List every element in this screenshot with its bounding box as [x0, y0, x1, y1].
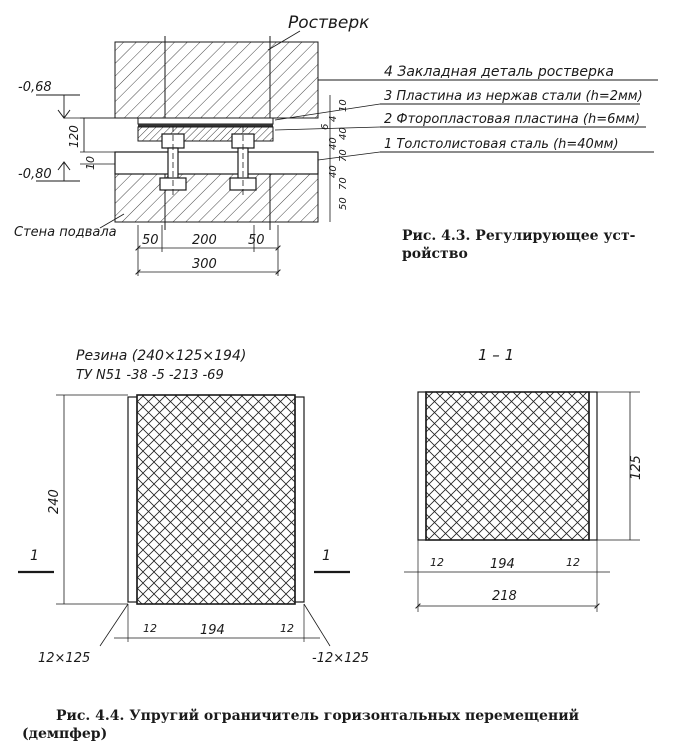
dim-194: 194 [200, 623, 225, 638]
wall-label: Стена подвала [14, 225, 117, 240]
callout-2: 2 Фторопластовая пластина (h=6мм) [384, 112, 640, 127]
bolt-left [159, 126, 187, 196]
cut-mark-left: 1 [30, 548, 39, 564]
dim-r-4: 4 [328, 116, 339, 122]
dim-r-40a: 40 [338, 127, 349, 140]
bolt-right [229, 126, 257, 196]
dim-r-50: 50 [338, 197, 349, 210]
rostverk-block [114, 41, 319, 119]
plates-right-label: -12×125 [312, 651, 369, 666]
sec-dim-194: 194 [490, 557, 515, 572]
cut-mark-right: 1 [322, 548, 331, 564]
rubber-label: Резина (240×125×194) [76, 348, 246, 364]
dim-b-200: 200 [192, 233, 217, 248]
section-rubber [425, 391, 590, 541]
dim-12-left: 12 [143, 622, 157, 635]
dim-240: 240 [47, 489, 62, 514]
dim-120: 120 [67, 125, 81, 148]
dim-r-70b: 70 [338, 177, 349, 190]
level-bottom: -0,80 [18, 167, 52, 182]
level-top: -0,68 [18, 80, 52, 95]
sec-dim-12-left: 12 [430, 556, 444, 569]
embedded-part [137, 117, 274, 125]
spec-label: ТУ N51 -38 -5 -213 -69 [76, 368, 224, 383]
stainless-plate [138, 124, 273, 127]
dim-r-10: 10 [338, 99, 349, 112]
caption-4-4-line1: Рис. 4.4. Упругий ограничитель горизонта… [56, 707, 579, 724]
section-label: 1 – 1 [478, 346, 514, 364]
callout-3: 3 Пластина из нержав стали (h=2мм) [384, 89, 643, 104]
section-plate-right [588, 391, 598, 541]
dim-r-6: 6 [320, 124, 331, 130]
figure-4-3: Ростверк -0,68 [14, 13, 658, 276]
dim-125: 125 [629, 455, 644, 480]
dim-r-70a: 70 [338, 149, 349, 162]
rostverk-label: Ростверк [288, 13, 370, 33]
basement-wall [114, 173, 319, 223]
caption-4-4-line2: (демпфер) [22, 726, 107, 742]
caption-4-3-line1: Рис. 4.3. Регулирующее уст- [402, 228, 636, 244]
dim-12-right: 12 [280, 622, 294, 635]
dim-10-left: 10 [84, 156, 97, 170]
section-plate-left [417, 391, 427, 541]
dim-b-50-right: 50 [248, 233, 265, 248]
plate-left [127, 396, 138, 603]
callout-leaders [274, 79, 658, 161]
figure-4-4: Резина (240×125×194) ТУ N51 -38 -5 -213 … [18, 346, 644, 742]
rubber-block [136, 394, 296, 605]
caption-4-3-line2: ройство [402, 245, 468, 262]
thick-steel-plate [114, 151, 319, 175]
dim-b-300: 300 [192, 257, 217, 272]
callout-4: 4 Закладная деталь ростверка [384, 64, 614, 80]
plates-left-label: 12×125 [38, 651, 90, 666]
sec-dim-12-right: 12 [566, 556, 580, 569]
sec-dim-218: 218 [492, 589, 517, 604]
callout-1: 1 Толстолистовая сталь (h=40мм) [384, 137, 619, 152]
dim-b-50-left: 50 [142, 233, 159, 248]
plate-right [294, 396, 305, 603]
dim-r-40b: 40 [328, 137, 339, 150]
dim-r-40c: 40 [328, 165, 339, 178]
